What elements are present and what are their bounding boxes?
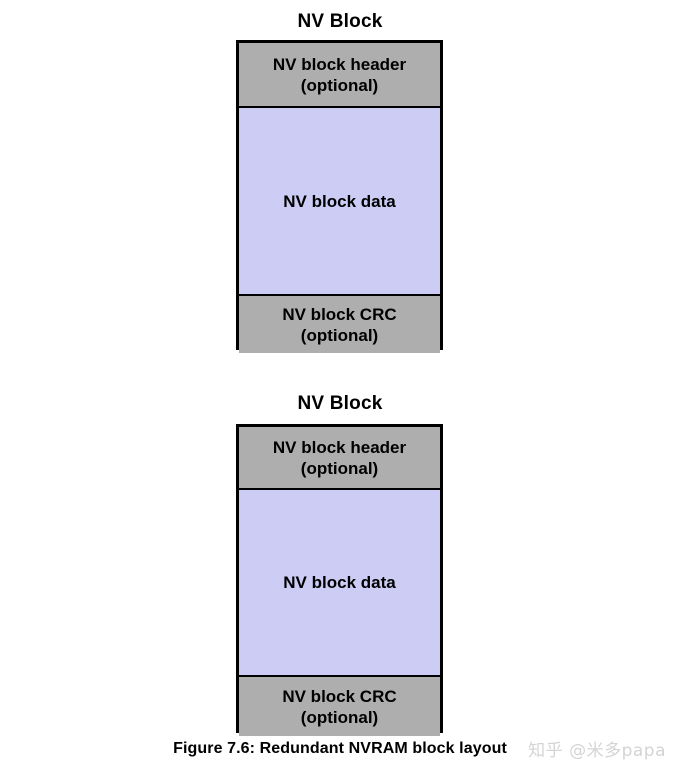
nv-block-title-2: NV Block xyxy=(297,393,383,414)
nv-block-data-label-2: NV block data xyxy=(283,573,396,592)
nv-block-crc-section-2: NV block CRC (optional) xyxy=(239,675,440,736)
nv-block-crc-label-2: NV block CRC xyxy=(282,686,397,706)
nv-block-header-optional-1: (optional) xyxy=(300,75,379,95)
nv-block-header-optional-2: (optional) xyxy=(300,458,379,478)
nv-block-data-section-1: NV block data xyxy=(239,108,440,294)
nv-block-diagram-2: NV Block NV block header (optional) NV b… xyxy=(0,382,680,742)
nv-block-crc-label-1: NV block CRC xyxy=(282,304,397,324)
nv-block-crc-section-1: NV block CRC (optional) xyxy=(239,294,440,353)
nv-block-diagram-1: NV Block NV block header (optional) NV b… xyxy=(0,0,680,360)
nv-block-box-2: NV block header (optional) NV block data… xyxy=(236,424,443,736)
figure-caption: Figure 7.6: Redundant NVRAM block layout xyxy=(173,740,507,757)
nv-block-data-section-2: NV block data xyxy=(239,490,440,675)
nv-block-crc-optional-2: (optional) xyxy=(300,707,379,727)
nv-block-box-1: NV block header (optional) NV block data… xyxy=(236,40,443,353)
nv-block-crc-optional-1: (optional) xyxy=(300,325,379,345)
nv-block-header-section-1: NV block header (optional) xyxy=(239,43,440,108)
nv-block-header-section-2: NV block header (optional) xyxy=(239,427,440,490)
nv-block-header-label-2: NV block header xyxy=(272,437,407,457)
nv-block-header-label-1: NV block header xyxy=(272,54,407,74)
nv-block-data-label-1: NV block data xyxy=(283,191,396,211)
nv-block-title-1: NV Block xyxy=(297,11,383,32)
